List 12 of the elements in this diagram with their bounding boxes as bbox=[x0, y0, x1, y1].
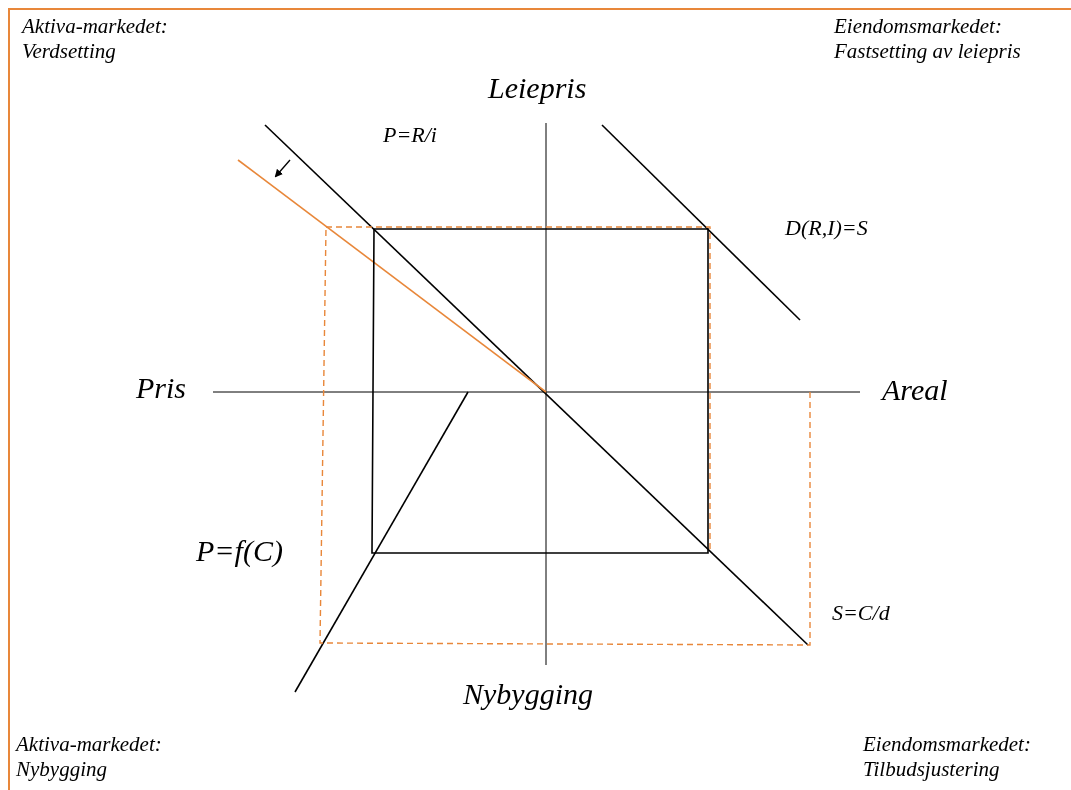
quadrant-title: Eiendomsmarkedet: Fastsetting av leiepris bbox=[834, 14, 1022, 65]
quadrant-title: Eiendomsmarkedet: Tilbudsjustering bbox=[863, 732, 1032, 783]
quadrant-title: Aktiva-markedet: Verdsetting bbox=[22, 14, 169, 65]
curve-label: P=f(C) bbox=[196, 533, 283, 569]
axis-label: Pris bbox=[136, 370, 186, 406]
curve-label: D(R,I)=S bbox=[785, 215, 868, 242]
axis-label: Leiepris bbox=[488, 70, 587, 106]
axis-label: Nybygging bbox=[463, 676, 593, 712]
curve-label: P=R/i bbox=[383, 122, 437, 149]
curve-label: S=C/d bbox=[832, 600, 890, 627]
axis-label: Areal bbox=[882, 372, 948, 408]
quadrant-title: Aktiva-markedet: Nybygging bbox=[16, 732, 163, 783]
